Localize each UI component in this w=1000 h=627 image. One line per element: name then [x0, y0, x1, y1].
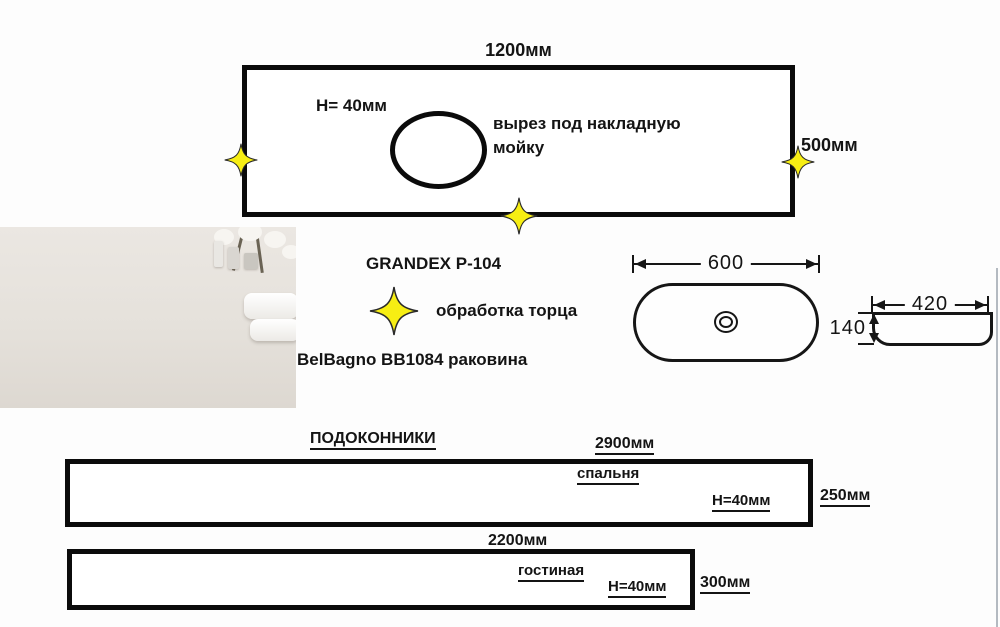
dimension-420: 420	[871, 293, 989, 316]
arrow-left-icon	[635, 259, 646, 269]
sink-side-height-value: 140	[829, 317, 866, 339]
sill1-length-label: 2900мм	[595, 435, 655, 455]
extension-line	[858, 312, 874, 314]
sill1-thickness-label: H=40мм	[712, 492, 771, 512]
sill2-room-label: гостиная	[518, 562, 585, 582]
sill1-outline	[65, 459, 813, 527]
edge-treatment-star-icon	[500, 197, 538, 235]
dimension-tick	[818, 255, 820, 273]
sink-model-label: BelBagno BB1084 раковина	[297, 350, 528, 369]
arrow-down-icon	[869, 333, 879, 343]
arrow-up-icon	[869, 314, 879, 324]
window-edge-line	[996, 268, 998, 627]
cutout-note-line2: мойку	[493, 138, 545, 157]
sink-photo	[0, 227, 296, 408]
cosmetic-bottle	[228, 247, 239, 269]
sill2-outline	[67, 549, 695, 610]
sink-cutout-oval	[390, 111, 487, 189]
flower	[238, 227, 262, 241]
cosmetic-bottle	[214, 241, 223, 267]
material-label: GRANDEX P-104	[366, 254, 502, 273]
countertop-height-label: 500мм	[801, 135, 858, 155]
sill2-thickness-label: H=40мм	[608, 578, 667, 598]
edge-treatment-star-icon	[369, 286, 419, 336]
arrow-right-icon	[975, 300, 986, 310]
dimension-line	[873, 316, 875, 341]
dimension-tick	[987, 296, 989, 314]
sink-side-view-outline	[872, 312, 993, 346]
sill2-length-label: 2200мм	[488, 532, 548, 552]
sink-side-width-value: 420	[904, 293, 956, 316]
dimension-140	[869, 314, 879, 343]
sills-title-text: ПОДОКОННИКИ	[310, 430, 436, 450]
cosmetic-bottle	[244, 253, 258, 269]
arrow-right-icon	[806, 259, 817, 269]
towel	[250, 319, 296, 341]
drain-inner-ring	[719, 316, 733, 328]
edge-treatment-star-icon	[224, 143, 258, 177]
cutout-note-line1: вырез под накладную	[493, 114, 681, 133]
countertop-thickness-label: H= 40мм	[316, 96, 387, 115]
dimension-tick	[632, 255, 634, 273]
star-meaning-label: обработка торца	[436, 301, 578, 320]
extension-line	[858, 343, 874, 345]
sill2-depth-label: 300мм	[700, 574, 751, 594]
flower	[282, 245, 296, 259]
dimension-600: 600	[632, 252, 820, 275]
drain-outer-ring	[714, 311, 738, 333]
sills-title: ПОДОКОННИКИ	[310, 430, 436, 450]
sink-top-width-value: 600	[700, 252, 752, 275]
sill1-depth-label: 250мм	[820, 487, 871, 507]
towel	[244, 293, 296, 319]
cutout-note: вырез под накладную мойку	[493, 112, 681, 160]
flower	[264, 231, 286, 248]
sill1-room-label: спальня	[577, 465, 640, 485]
arrow-left-icon	[874, 300, 885, 310]
dimension-tick	[871, 296, 873, 314]
countertop-width-label: 1200мм	[485, 40, 552, 60]
edge-treatment-star-icon	[781, 145, 815, 179]
